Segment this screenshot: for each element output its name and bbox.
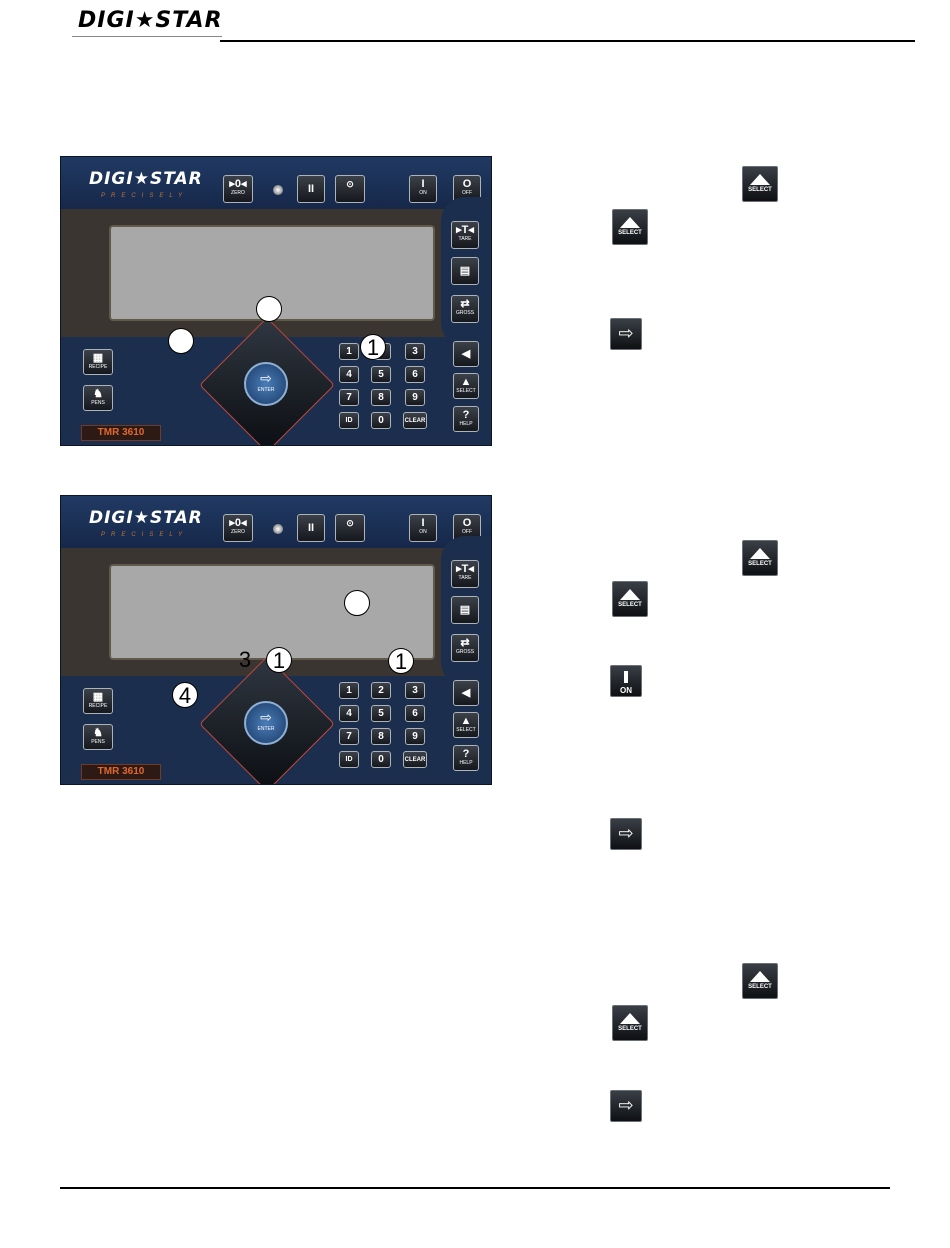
select-icon: SELECT [742, 963, 778, 999]
key-1[interactable]: 1 [339, 343, 359, 360]
panel-tagline: PRECISELY [101, 193, 189, 199]
key-6[interactable]: 6 [405, 705, 425, 722]
key-8[interactable]: 8 [371, 389, 391, 406]
select-icon: SELECT [612, 1005, 648, 1041]
zero-key[interactable]: ▸0◂ZERO [223, 175, 253, 203]
key-6[interactable]: 6 [405, 366, 425, 383]
key-5[interactable]: 5 [371, 366, 391, 383]
help-key[interactable]: ?HELP [453, 406, 479, 432]
callout-blank [256, 296, 282, 322]
key-4[interactable]: 4 [339, 366, 359, 383]
select-icon: SELECT [612, 209, 648, 245]
counter-key[interactable]: ⊙ [335, 175, 365, 203]
key-3[interactable]: 3 [405, 343, 425, 360]
select-icon: SELECT [612, 581, 648, 617]
status-led [273, 185, 283, 195]
callout-blank [168, 328, 194, 354]
header-logo-underline [72, 36, 222, 37]
select-key[interactable]: ▲SELECT [453, 373, 479, 399]
callout-1: 1 [388, 648, 414, 674]
key-7[interactable]: 7 [339, 389, 359, 406]
lcd-display [109, 564, 435, 660]
panel-brand: DIGI★STAR [89, 508, 203, 528]
enter-icon: ⇨ [610, 818, 642, 850]
select-key[interactable]: ▲SELECT [453, 712, 479, 738]
key-5[interactable]: 5 [371, 705, 391, 722]
pens-key[interactable]: ♞PENS [83, 724, 113, 750]
key-9[interactable]: 9 [405, 389, 425, 406]
header-logo: DIGI★STAR [78, 8, 223, 33]
status-led [273, 524, 283, 534]
enter-icon: ⇨ [610, 318, 642, 350]
key-0[interactable]: 0 [371, 751, 391, 768]
print-key[interactable]: ▤ [451, 596, 479, 624]
id-key[interactable]: ID [339, 751, 359, 768]
pause-key[interactable]: II [297, 514, 325, 542]
callout-1: 1 [266, 647, 292, 673]
key-9[interactable]: 9 [405, 728, 425, 745]
key-0[interactable]: 0 [371, 412, 391, 429]
key-7[interactable]: 7 [339, 728, 359, 745]
callout-1: 1 [360, 334, 386, 360]
model-label: TMR 3610 [81, 425, 161, 441]
enter-icon: ⇨ [610, 1090, 642, 1122]
key-1[interactable]: 1 [339, 682, 359, 699]
tare-key[interactable]: ▸T◂TARE [451, 221, 479, 249]
enter-key[interactable]: ⇨ENTER [244, 362, 288, 406]
footer-rule [60, 1187, 890, 1189]
enter-key[interactable]: ⇨ENTER [244, 701, 288, 745]
clear-key[interactable]: CLEAR [403, 751, 427, 768]
zero-key[interactable]: ▸0◂ZERO [223, 514, 253, 542]
callout-3: 3 [238, 647, 252, 672]
select-icon: SELECT [742, 540, 778, 576]
net-gross-key[interactable]: ⇄GROSS [451, 634, 479, 662]
help-key[interactable]: ?HELP [453, 745, 479, 771]
id-key[interactable]: ID [339, 412, 359, 429]
on-icon: ON [610, 665, 642, 697]
model-label: TMR 3610 [81, 764, 161, 780]
panel-brand: DIGI★STAR [89, 169, 203, 189]
net-gross-key[interactable]: ⇄GROSS [451, 295, 479, 323]
print-key[interactable]: ▤ [451, 257, 479, 285]
callout-4: 4 [172, 682, 198, 708]
key-4[interactable]: 4 [339, 705, 359, 722]
tare-key[interactable]: ▸T◂TARE [451, 560, 479, 588]
recipe-key[interactable]: ▦RECIPE [83, 349, 113, 375]
header-rule [220, 40, 915, 42]
counter-key[interactable]: ⊙ [335, 514, 365, 542]
key-2[interactable]: 2 [371, 682, 391, 699]
select-icon: SELECT [742, 166, 778, 202]
direction-key[interactable]: ◀ [453, 341, 479, 367]
direction-key[interactable]: ◀ [453, 680, 479, 706]
callout-blank [344, 590, 370, 616]
key-3[interactable]: 3 [405, 682, 425, 699]
clear-key[interactable]: CLEAR [403, 412, 427, 429]
panel-tagline: PRECISELY [101, 532, 189, 538]
pause-key[interactable]: II [297, 175, 325, 203]
key-8[interactable]: 8 [371, 728, 391, 745]
recipe-key[interactable]: ▦RECIPE [83, 688, 113, 714]
pens-key[interactable]: ♞PENS [83, 385, 113, 411]
